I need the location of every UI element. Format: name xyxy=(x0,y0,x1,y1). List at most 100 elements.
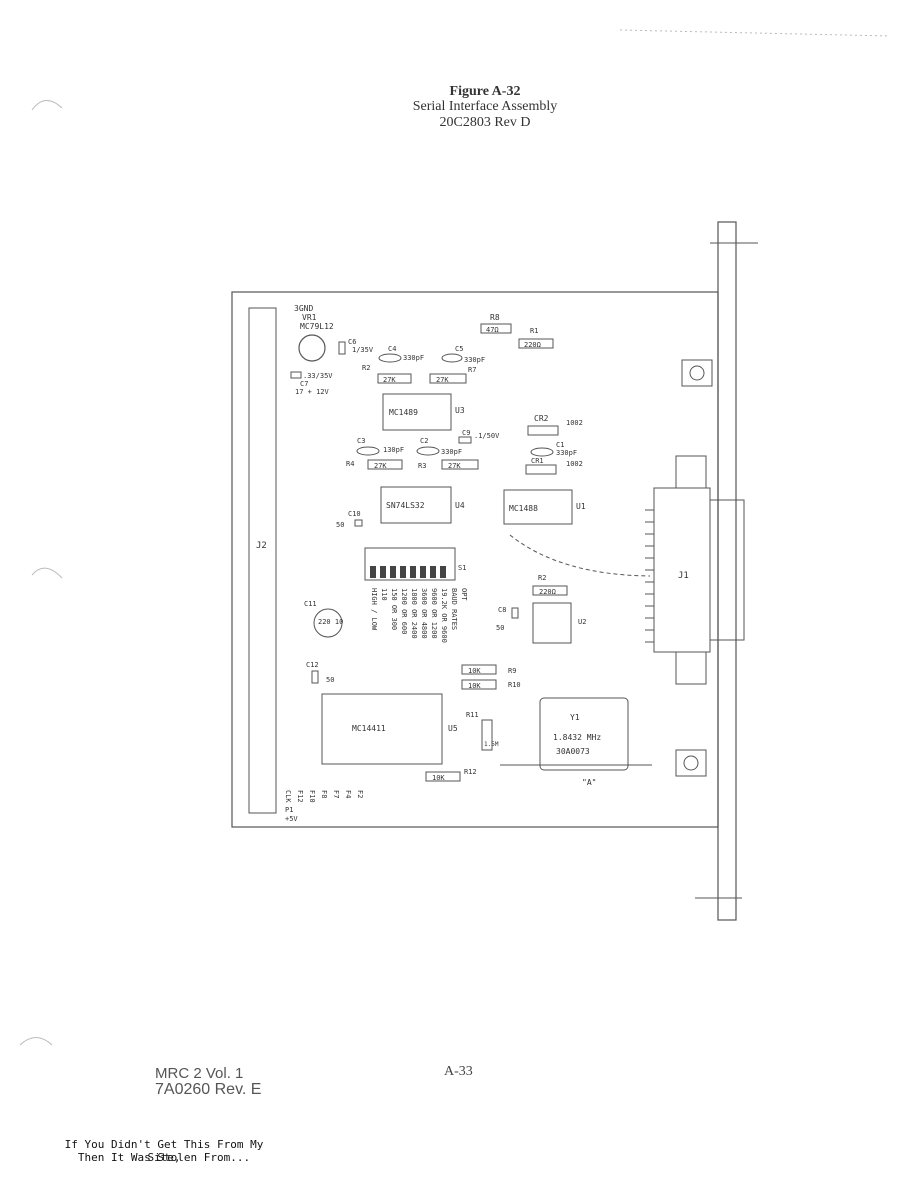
c7-label: C7 xyxy=(300,380,308,388)
edge-pin-label: P1 xyxy=(285,806,293,814)
front-panel xyxy=(717,221,737,921)
c4-value: 330pF xyxy=(403,354,424,362)
copyright-notice-line2: Then It Was Stolen From... xyxy=(77,1151,251,1164)
u4-part-label: SN74LS32 xyxy=(386,501,425,510)
r8-label: R8 xyxy=(490,313,500,322)
c1-capacitor xyxy=(530,447,554,457)
j1-standoff-bottom xyxy=(675,651,707,685)
c6-value: 1/35V xyxy=(352,346,374,354)
r1-label: R1 xyxy=(530,327,538,335)
u1-ic xyxy=(503,489,573,525)
u1-part-label: MC1488 xyxy=(509,504,538,513)
c2-capacitor xyxy=(416,446,440,456)
dip-option-label: OPT xyxy=(460,588,468,601)
j1-connector xyxy=(653,487,711,653)
c10-label: C10 xyxy=(348,510,361,518)
r10-label: R10 xyxy=(508,681,521,689)
j1-label: J1 xyxy=(678,571,689,581)
scan-mark xyxy=(19,1037,53,1046)
r10-value: 10K xyxy=(468,682,481,690)
c11-value: 220 10 xyxy=(318,618,343,626)
r4-label: R4 xyxy=(346,460,354,468)
s1-dip-switch xyxy=(364,547,456,581)
scan-mark xyxy=(31,100,63,111)
c12-value: 50 xyxy=(326,676,334,684)
c1-label: C1 xyxy=(556,441,564,449)
r8-value: 47Ω xyxy=(486,326,499,334)
j2-connector xyxy=(248,307,277,814)
j1-shell xyxy=(709,499,745,641)
dip-option-label: 1200 OR 600 xyxy=(400,588,408,634)
edge-pin-label: +5V xyxy=(285,815,298,823)
u5-ic xyxy=(321,693,443,765)
r1-value: 220Ω xyxy=(524,341,541,349)
c7-value: .33/35V xyxy=(303,372,333,380)
r2b-value: 220Ω xyxy=(539,588,556,596)
j1-pins xyxy=(645,509,654,643)
r8-resistor xyxy=(480,323,512,334)
vr1-part-label: MC79L12 xyxy=(300,322,334,331)
dip-option-label: 9600 OR 1200 xyxy=(430,588,438,639)
vr1-label: VR1 xyxy=(302,313,317,322)
r11-resistor xyxy=(481,719,493,751)
c5-value: 330pF xyxy=(464,356,485,364)
edge-pin-label: F7 xyxy=(332,790,340,798)
r12-label: R12 xyxy=(464,768,477,776)
u3-label: U3 xyxy=(455,406,465,415)
r9-label: R9 xyxy=(508,667,516,675)
c9-label: C9 xyxy=(462,429,470,437)
r3-resistor xyxy=(441,459,479,470)
vr1-regulator xyxy=(298,334,326,362)
r2b-label: R2 xyxy=(538,574,546,582)
c5-label: C5 xyxy=(455,345,463,353)
r4-resistor xyxy=(367,459,403,470)
u4-label: U4 xyxy=(455,501,465,510)
r12-resistor xyxy=(425,771,461,782)
edge-pin-label: F4 xyxy=(344,790,352,798)
c12-label: C12 xyxy=(306,661,319,669)
dip-option-label: 3600 OR 4800 xyxy=(420,588,428,639)
c8-label: C8 xyxy=(498,606,506,614)
dimension-a-label: "A" xyxy=(582,778,596,787)
c10-capacitor xyxy=(354,519,363,527)
scan-mark xyxy=(31,567,63,579)
r10-resistor xyxy=(461,679,497,690)
cr1-label: CR1 xyxy=(531,457,544,465)
r7-resistor xyxy=(429,373,467,384)
c7-capacitor xyxy=(290,371,302,379)
c9-capacitor xyxy=(458,436,472,444)
edge-pin-label: CLK xyxy=(284,790,292,803)
u4-ic xyxy=(380,486,452,524)
u5-part-label: MC14411 xyxy=(352,724,386,733)
edge-pin-label: F2 xyxy=(356,790,364,798)
j2-label: J2 xyxy=(256,541,267,551)
c3-value: 130pF xyxy=(383,446,404,454)
cr2-label: CR2 xyxy=(534,414,549,423)
c6-capacitor xyxy=(338,341,346,355)
u2-label: U2 xyxy=(578,618,586,626)
s1-toggles xyxy=(370,566,446,578)
y1-crystal xyxy=(539,697,629,771)
screw-bottom-head xyxy=(683,755,699,771)
s1-label: S1 xyxy=(458,564,466,572)
r1-resistor xyxy=(518,338,554,349)
c8-capacitor xyxy=(511,607,519,619)
dip-option-label: 110 xyxy=(380,588,388,601)
r2b-resistor xyxy=(532,585,568,596)
c3-label: C3 xyxy=(357,437,365,445)
cr1-diode xyxy=(525,464,557,475)
v12-label: 17 + 12V xyxy=(295,388,330,396)
manual-title: MRC 2 Vol. 1 xyxy=(155,1065,244,1082)
c9-value: .1/50V xyxy=(474,432,500,440)
y1-frequency: 1.8432 MHz xyxy=(553,733,601,742)
r4-value: 27K xyxy=(374,462,387,470)
u3-ic xyxy=(382,393,452,431)
edge-pin-label: F8 xyxy=(320,790,328,798)
screw-top xyxy=(681,359,713,387)
cr2-diode xyxy=(527,425,559,436)
dip-option-label: 1800 OR 2400 xyxy=(410,588,418,639)
copyright-notice-line1: If You Didn't Get This From My Site, xyxy=(64,1138,264,1164)
r3-value: 27K xyxy=(448,462,461,470)
